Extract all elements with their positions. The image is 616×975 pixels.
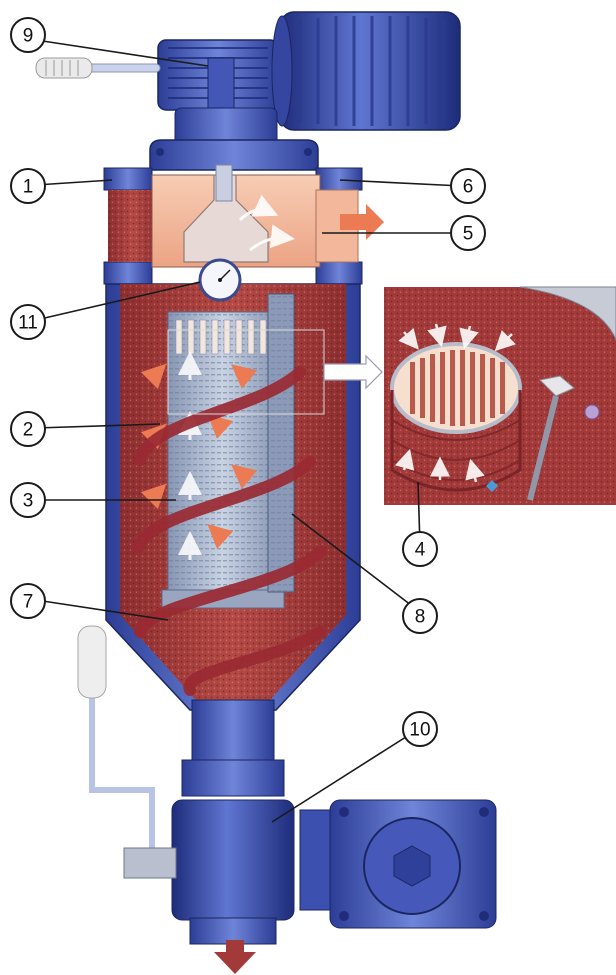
callout-9: 9 [11,18,45,52]
svg-text:7: 7 [23,592,34,613]
svg-text:9: 9 [23,26,34,47]
svg-text:10: 10 [409,720,430,741]
svg-text:11: 11 [18,313,38,334]
filter-screen [162,312,284,608]
callout-3: 3 [11,483,45,517]
top-cover [150,140,318,170]
svg-text:5: 5 [463,224,474,245]
svg-text:1: 1 [23,177,34,198]
callout-7: 7 [11,584,45,618]
detail-inset [384,287,616,505]
svg-text:3: 3 [23,491,34,512]
callout-5: 5 [451,216,485,250]
callout-8: 8 [403,599,437,633]
callout-4: 4 [403,532,437,566]
callout-11: 11 [11,305,45,339]
svg-text:6: 6 [463,177,474,198]
drive-motor [36,12,460,148]
callout-6: 6 [451,169,485,203]
svg-text:2: 2 [23,420,34,441]
drain-flow-arrow [214,940,256,974]
callout-1: 1 [11,169,45,203]
svg-text:8: 8 [415,607,426,628]
callout-2: 2 [11,412,45,446]
leader-line-1 [36,180,112,185]
pressure-gauge [200,260,240,300]
callout-10: 10 [403,712,437,746]
svg-text:4: 4 [415,540,426,561]
suction-scanner [268,294,294,592]
